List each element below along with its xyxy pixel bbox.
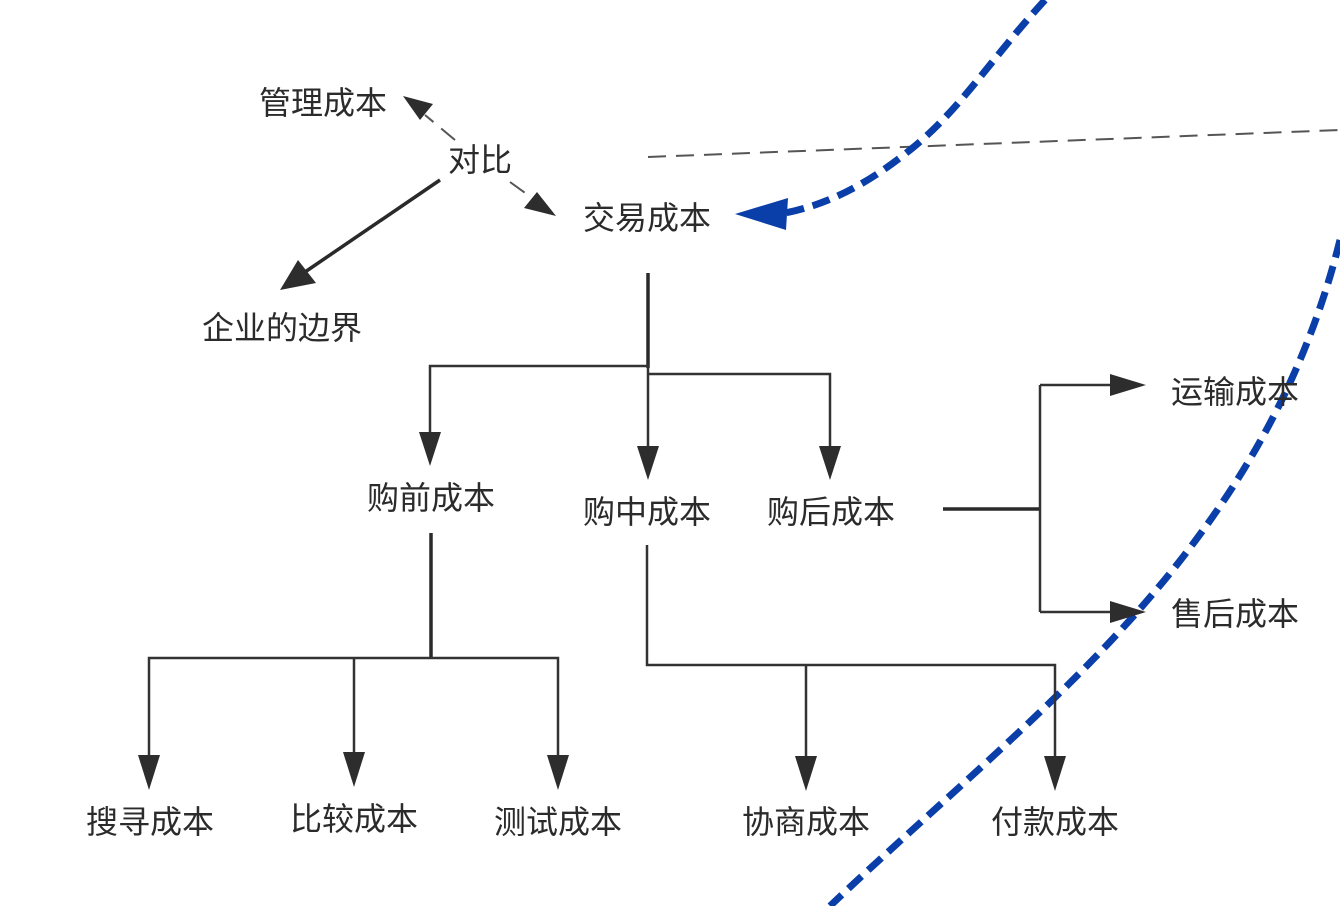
node-pre-purchase-cost: 购前成本	[366, 479, 496, 517]
arrowhead-post-purchase	[819, 446, 841, 480]
dashed-separator-line	[647, 129, 1340, 158]
node-firm-boundary: 企业的边界	[201, 309, 363, 347]
blue-arrowhead	[735, 198, 788, 230]
node-in-purchase-cost: 购中成本	[582, 493, 712, 531]
node-payment-cost: 付款成本	[990, 803, 1120, 841]
node-transaction-cost: 交易成本	[582, 199, 712, 237]
arrowhead-pre-purchase	[419, 432, 441, 466]
arrowhead-comparison	[343, 752, 365, 787]
blue-dashed-curve-top	[779, 0, 1048, 218]
arrowhead-transaction	[524, 192, 556, 216]
blue-dashed-curve-right	[827, 239, 1340, 906]
arrowhead-management	[403, 96, 433, 120]
node-negotiation-cost: 协商成本	[741, 803, 871, 841]
node-management-cost: 管理成本	[258, 84, 388, 122]
node-search-cost: 搜寻成本	[85, 803, 215, 841]
edge-pre-purchase-branches	[147, 656, 560, 760]
arrowhead-firm	[280, 260, 316, 290]
arrowhead-negotiation	[795, 756, 817, 791]
node-testing-cost: 测试成本	[493, 803, 623, 841]
arrowhead-after-sales	[1110, 601, 1146, 623]
arrowhead-transport	[1110, 374, 1146, 396]
node-after-sales-cost: 售后成本	[1170, 595, 1300, 633]
node-transport-cost: 运输成本	[1170, 373, 1300, 411]
edge-contrast-management	[424, 114, 456, 141]
arrowhead-in-purchase	[637, 446, 659, 480]
edge-contrast-transaction	[509, 181, 536, 201]
edge-in-purchase-branches	[645, 545, 1057, 760]
edge-post-purchase-fork	[1038, 383, 1115, 614]
node-post-purchase-cost: 购后成本	[766, 493, 896, 531]
arrowhead-payment	[1044, 756, 1066, 791]
arrowhead-testing	[547, 755, 569, 790]
edge-contrast-firm	[304, 178, 441, 274]
node-comparison-cost: 比较成本	[289, 800, 419, 838]
arrowhead-search	[138, 755, 160, 790]
edge-transaction-branches	[428, 364, 832, 450]
node-contrast: 对比	[447, 141, 513, 179]
